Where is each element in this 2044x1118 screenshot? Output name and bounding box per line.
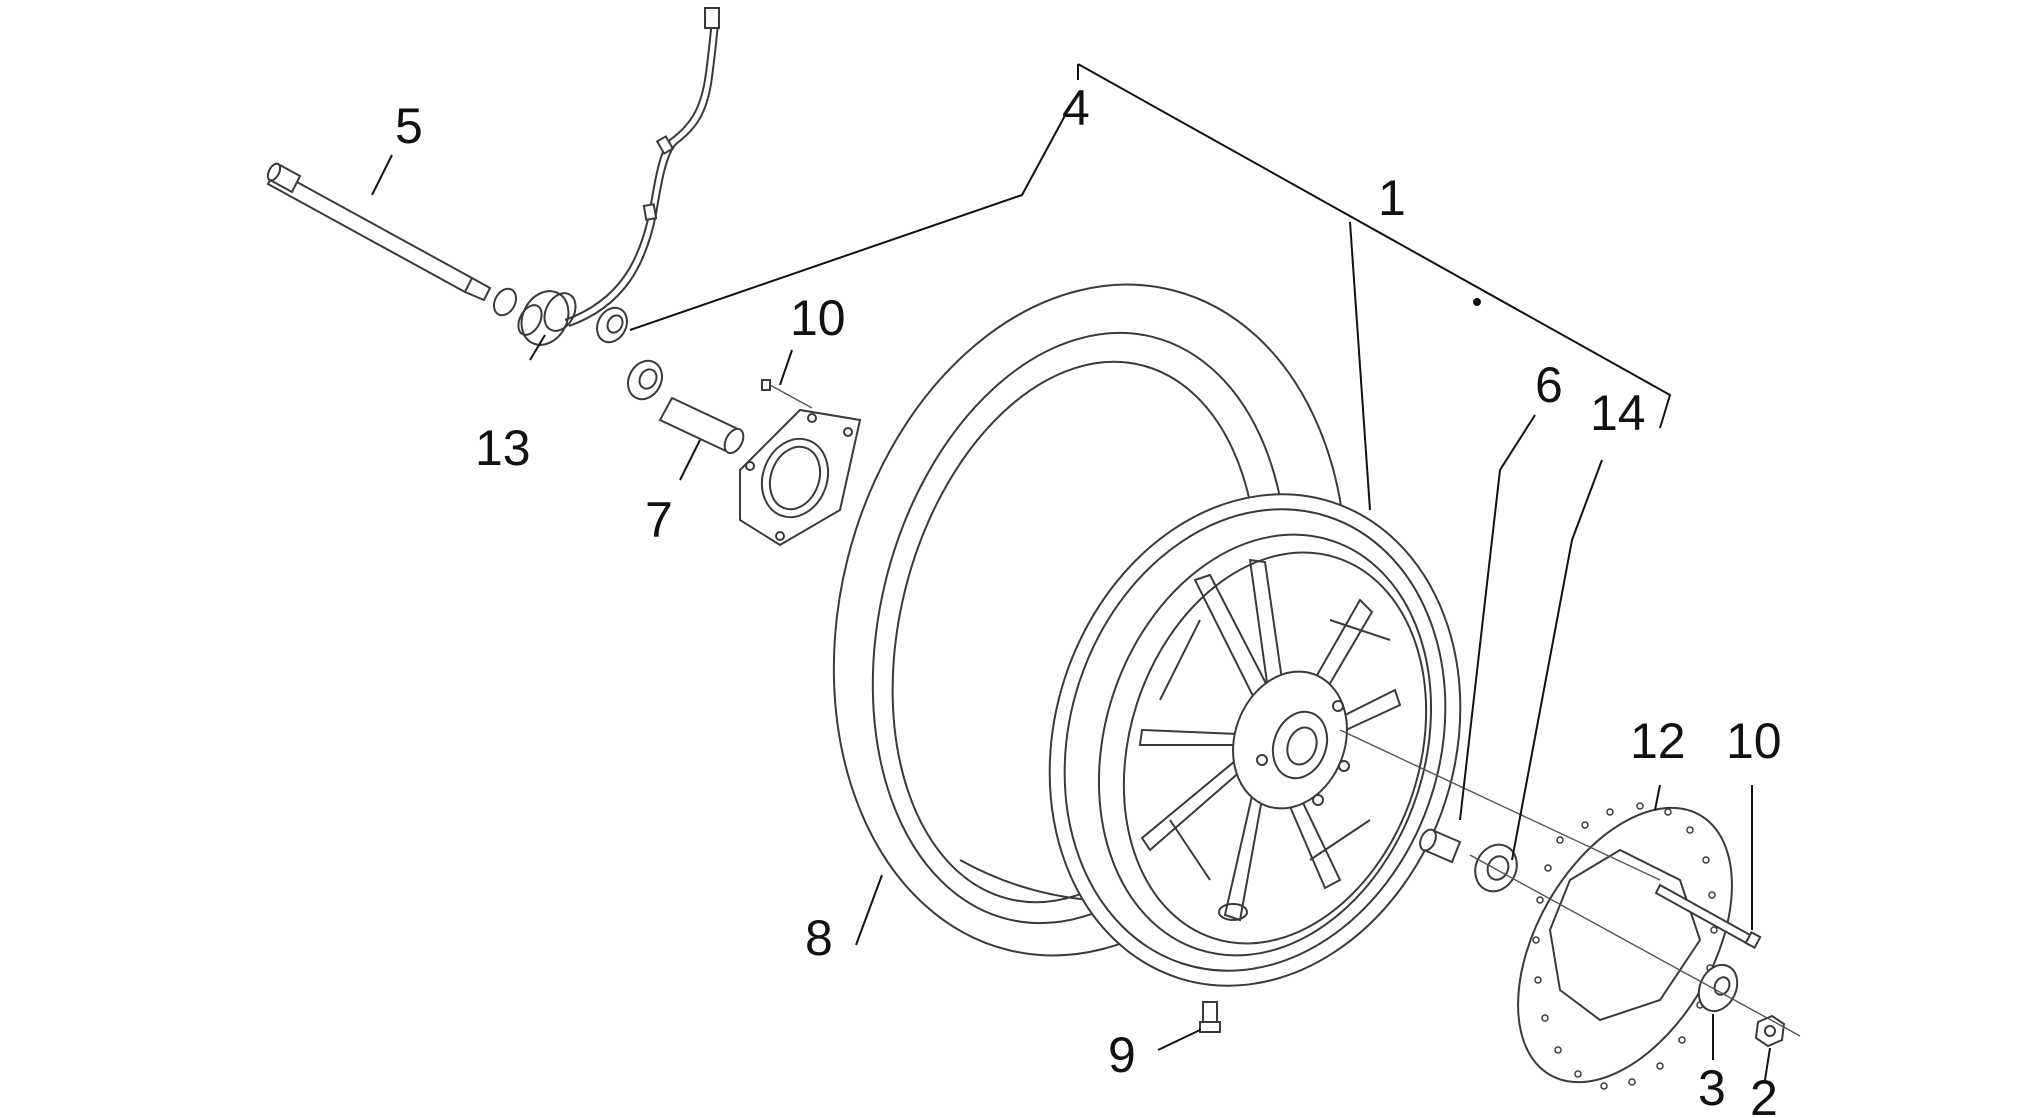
callout-10-right: 10 [1726,713,1782,769]
callout-10-left: 10 [790,290,846,346]
callout-12: 12 [1630,713,1686,769]
callout-9: 9 [1108,1027,1136,1083]
circlip [492,287,518,317]
wheel-hub [1232,670,1350,810]
assembly-bracket-1 [1077,63,1672,429]
callout-2: 2 [1750,1070,1778,1118]
alignment-lines [1339,298,1801,1037]
bearing-left-2 [627,359,663,401]
callout-5: 5 [395,98,423,154]
washer [1697,963,1739,1013]
bearing-left-1 [596,306,628,344]
callout-13: 13 [475,420,531,476]
callout-4: 4 [1062,80,1090,136]
speed-sensor [517,7,720,346]
brake-disc [1517,802,1733,1090]
callout-3: 3 [1698,1060,1726,1116]
disc-flange-adapter [739,379,862,547]
callout-7: 7 [645,492,673,548]
leader-lines [371,109,1771,1081]
axle-shaft [266,162,492,302]
spacer-tube [658,396,745,455]
valve-stem [1199,1001,1221,1033]
rim-spokes [1138,558,1402,922]
oil-seal-right [1474,843,1518,893]
spacer-right [1419,828,1462,864]
callout-6: 6 [1535,357,1563,413]
callout-14: 14 [1590,385,1646,441]
axle-nut [1754,1014,1786,1048]
callout-8: 8 [805,910,833,966]
callouts: 5 4 1 10 13 7 6 14 12 10 8 9 3 2 [395,80,1782,1118]
callout-1: 1 [1378,170,1406,226]
disc-bolt [1654,883,1762,949]
wheel-rim [1048,493,1462,987]
